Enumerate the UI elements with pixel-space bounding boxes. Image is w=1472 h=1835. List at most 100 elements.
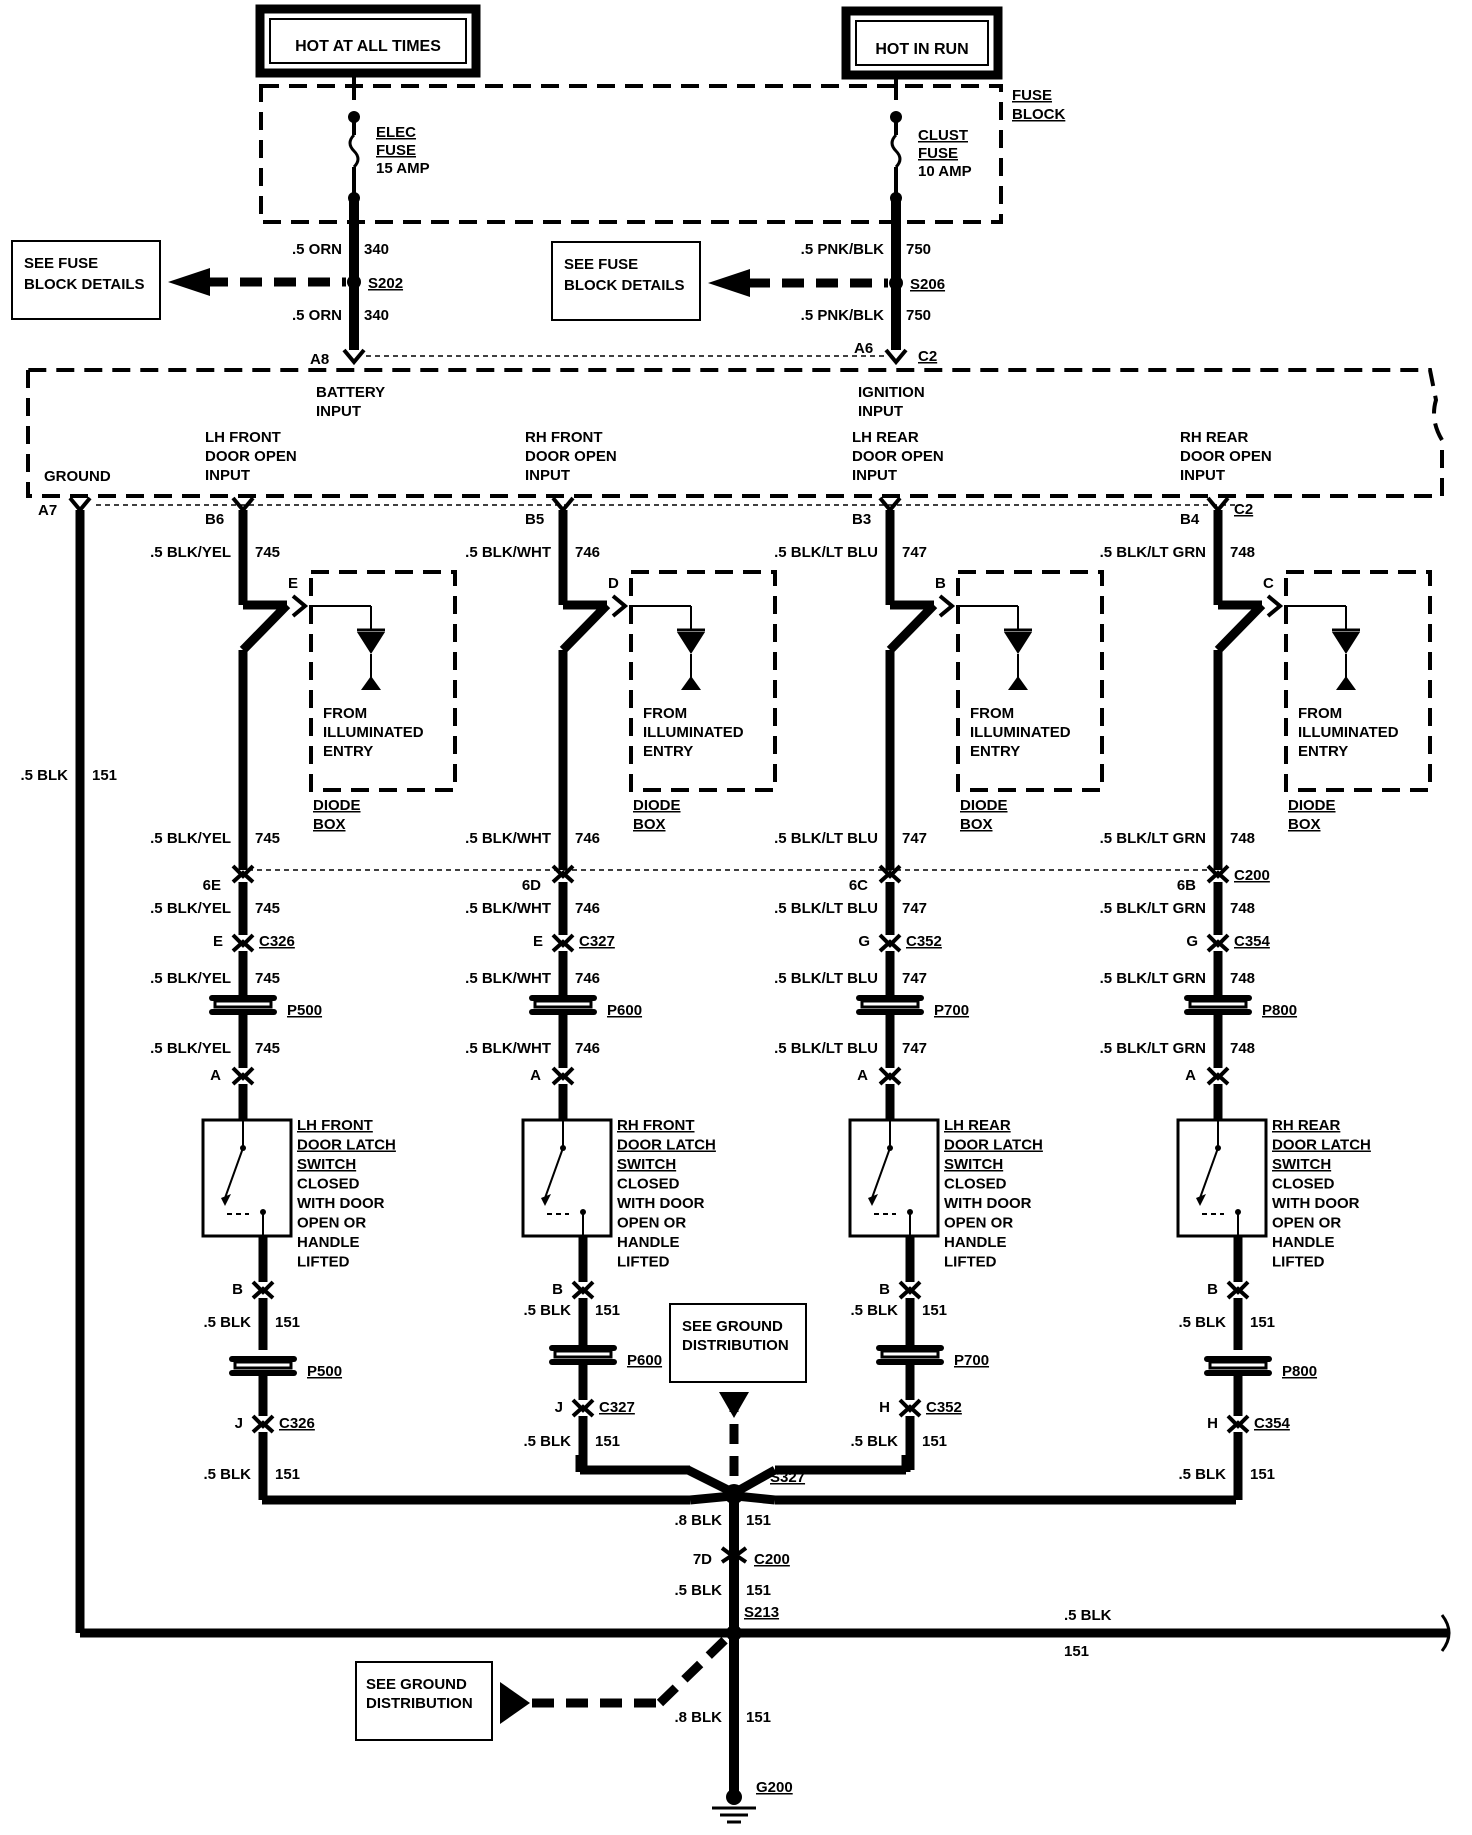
main-ground-trunk: .8 BLK 151 7D C200 .5 BLK 151 S213 .8 BL… — [674, 1494, 793, 1824]
circuit-3-diode-pin: B — [935, 575, 946, 592]
circuit-2-diode-connector — [611, 594, 629, 618]
circuit-1-switch-text-4: CLOSED — [297, 1176, 360, 1193]
circuit-4-diode-box — [1284, 570, 1432, 792]
s213-splice — [726, 1625, 742, 1641]
circuit-4-diode-label-1: DIODE — [1288, 797, 1336, 814]
svg-text:IGNITION: IGNITION — [858, 384, 925, 401]
circuit-2-num-4: 746 — [575, 970, 600, 987]
circuit-1-input-3: INPUT — [205, 467, 250, 484]
svg-text:10 AMP: 10 AMP — [918, 163, 972, 180]
see-ground-distribution-top: SEE GROUND DISTRIBUTION — [669, 1303, 807, 1383]
circuit-1-num-4: 745 — [255, 970, 280, 987]
circuit-1-c200-bottom — [231, 870, 255, 884]
svg-text:FUSE: FUSE — [918, 145, 958, 162]
circuit-3-ret-gauge: .5 BLK — [850, 1302, 898, 1319]
circuit-1-c200-top — [231, 864, 255, 879]
circuit-1-pin-connector — [231, 496, 255, 514]
circuit-3-sw-pin: A — [857, 1067, 868, 1084]
svg-text:.8 BLK: .8 BLK — [674, 1512, 722, 1529]
circuit-4-ret-gauge: .5 BLK — [1178, 1314, 1226, 1331]
arrow-up-icon — [1008, 676, 1028, 690]
circuit-3-input-2: DOOR OPEN — [852, 448, 944, 465]
svg-text:CLUST: CLUST — [918, 127, 968, 144]
circuit-4-from-2: ILLUMINATED — [1298, 724, 1399, 741]
circuit-2-switch-text-8: LIFTED — [617, 1254, 670, 1271]
svg-text:INPUT: INPUT — [858, 403, 903, 420]
circuit-3-pin: B3 — [852, 511, 871, 528]
circuit-2-sw-blade — [544, 1147, 564, 1199]
circuit-3-from-2: ILLUMINATED — [970, 724, 1071, 741]
circuit-1-num-3: 745 — [255, 900, 280, 917]
circuit-3-switch-box — [848, 1118, 940, 1238]
circuit-2-ret-conn-bottom — [571, 1404, 595, 1418]
circuit-1-input-2: DOOR OPEN — [205, 448, 297, 465]
circuit-4-sw-blade — [1199, 1147, 1219, 1199]
svg-text:340: 340 — [364, 241, 389, 258]
diode-icon — [1332, 632, 1360, 654]
circuit-2-gauge-1: .5 BLK/WHT — [465, 544, 551, 561]
circuit-3-from-1: FROM — [970, 705, 1014, 722]
svg-text:340: 340 — [364, 307, 389, 324]
circuit-1-conn-bottom — [231, 939, 255, 953]
svg-text:SEE GROUND: SEE GROUND — [682, 1318, 783, 1335]
circuit-2-switch-text-5: WITH DOOR — [617, 1195, 705, 1212]
circuit-2-switch-text-6: OPEN OR — [617, 1215, 686, 1232]
circuit-2-c200-bottom — [551, 870, 575, 884]
circuit-3-gauge-4: .5 BLK/LT BLU — [774, 970, 878, 987]
circuit-2-switch-box — [521, 1118, 613, 1238]
switch-arrow-icon — [868, 1194, 878, 1206]
svg-text:.5 BLK: .5 BLK — [674, 1582, 722, 1599]
circuit-2-sw-pin: A — [530, 1067, 541, 1084]
circuit-2-c200-pin: 6D — [522, 877, 541, 894]
circuit-1-ret-conn-top — [251, 1414, 275, 1429]
circuit-4-switch-text-7: HANDLE — [1272, 1234, 1335, 1251]
circuit-3-passthru-id: P700 — [934, 1002, 969, 1019]
svg-text:.5 ORN: .5 ORN — [292, 241, 342, 258]
diode-icon — [1004, 632, 1032, 654]
circuit-2-ret-b-bottom — [571, 1286, 595, 1300]
circuit-3-switch-text-2: DOOR LATCH — [944, 1137, 1043, 1154]
svg-text:.5 PNK/BLK: .5 PNK/BLK — [801, 307, 885, 324]
svg-text:750: 750 — [906, 241, 931, 258]
circuit-4-from-1: FROM — [1298, 705, 1342, 722]
return-bus: S327 — [262, 1392, 1236, 1505]
circuit-4-passthru-mid — [1188, 999, 1248, 1009]
clust-fuse-symbol — [890, 133, 902, 169]
circuit-3-num-4: 747 — [902, 970, 927, 987]
hot-at-all-times-label: HOT AT ALL TIMES — [295, 38, 441, 55]
circuit-3-diode-label-2: BOX — [960, 816, 993, 833]
arrow-up-icon — [681, 676, 701, 690]
circuit-3-ret-passthru-id: P700 — [954, 1352, 989, 1369]
circuit-4-gauge-2: .5 BLK/LT GRN — [1100, 830, 1206, 847]
circuit-3-gauge-1: .5 BLK/LT BLU — [774, 544, 878, 561]
circuit-4-gauge-1: .5 BLK/LT GRN — [1100, 544, 1206, 561]
circuit-4-c200-conn: C200 — [1234, 867, 1270, 884]
circuit-1-ret-b-top — [251, 1280, 275, 1295]
circuit-4-ret2-num: 151 — [1250, 1466, 1275, 1483]
circuit-3-gauge-2: .5 BLK/LT BLU — [774, 830, 878, 847]
circuit-1-gauge-1: .5 BLK/YEL — [150, 544, 231, 561]
circuit-2-conn-bottom — [551, 939, 575, 953]
svg-text:S327: S327 — [770, 1469, 805, 1486]
svg-text:151: 151 — [746, 1582, 771, 1599]
circuit-1-ret-b-pin: B — [232, 1281, 243, 1298]
circuit-2-switch-text-7: HANDLE — [617, 1234, 680, 1251]
circuit-2-ret-num: 151 — [595, 1302, 620, 1319]
svg-text:750: 750 — [906, 307, 931, 324]
circuit-4-from-3: ENTRY — [1298, 743, 1348, 760]
circuit-4-ret-b-top — [1226, 1280, 1250, 1295]
circuit-3-trunk-diag — [886, 601, 938, 654]
circuit-2-ret-conn-top — [571, 1398, 595, 1413]
circuit-2-pin: B5 — [525, 511, 544, 528]
circuit-1-diode-pin: E — [288, 575, 298, 592]
arrow-left-icon — [500, 1682, 530, 1724]
circuit-1-input-1: LH FRONT — [205, 429, 281, 446]
circuit-1-ret-passthru-bottom — [229, 1370, 297, 1376]
circuit-4-c200-top — [1206, 864, 1230, 879]
circuit-2-passthru-bottom — [529, 1009, 597, 1015]
fuse-block: FUSE BLOCK — [259, 84, 1065, 224]
svg-text:SEE FUSE: SEE FUSE — [24, 255, 98, 272]
circuit-2-diode-pin: D — [608, 575, 619, 592]
circuit-4-input-3: INPUT — [1180, 467, 1225, 484]
circuit-4-conn-bottom — [1206, 939, 1230, 953]
